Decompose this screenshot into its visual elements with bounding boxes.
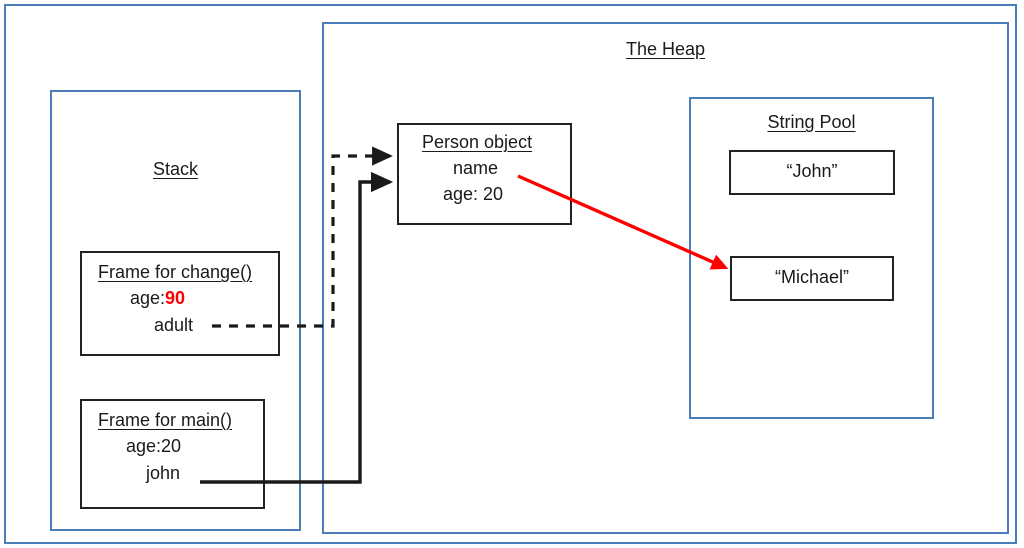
outer-border bbox=[4, 4, 1017, 544]
person-object-box: Person object name age: 20 bbox=[397, 123, 572, 225]
stack-frame-main: Frame for main() age:20 john bbox=[80, 399, 265, 509]
frame-main-title: Frame for main() bbox=[98, 410, 233, 430]
string-pool-entry-michael-value: “Michael” bbox=[774, 267, 849, 287]
frame-main-age-variable: age:20 bbox=[126, 436, 182, 456]
string-pool-entry-john: “John” bbox=[729, 150, 895, 195]
frame-change-title: Frame for change() bbox=[98, 262, 253, 282]
stack-frame-change: Frame for change() age:90 adult bbox=[80, 251, 280, 356]
frame-main-john-variable: john bbox=[146, 463, 181, 483]
string-pool-entry-michael: “Michael” bbox=[730, 256, 894, 301]
person-object-field-age: age: 20 bbox=[443, 184, 504, 204]
frame-change-adult-variable: adult bbox=[154, 315, 194, 335]
person-object-title: Person object bbox=[422, 132, 533, 152]
frame-change-age-variable: age:90 bbox=[130, 288, 186, 309]
string-pool-title: String Pool bbox=[767, 112, 856, 132]
heap-title: The Heap bbox=[625, 39, 706, 59]
string-pool-entry-john-value: “John” bbox=[786, 161, 838, 181]
person-object-field-name: name bbox=[453, 158, 499, 178]
frame-change-age-label: age: bbox=[130, 288, 166, 308]
frame-change-age-value: 90 bbox=[165, 288, 186, 308]
stack-title: Stack bbox=[152, 159, 199, 179]
